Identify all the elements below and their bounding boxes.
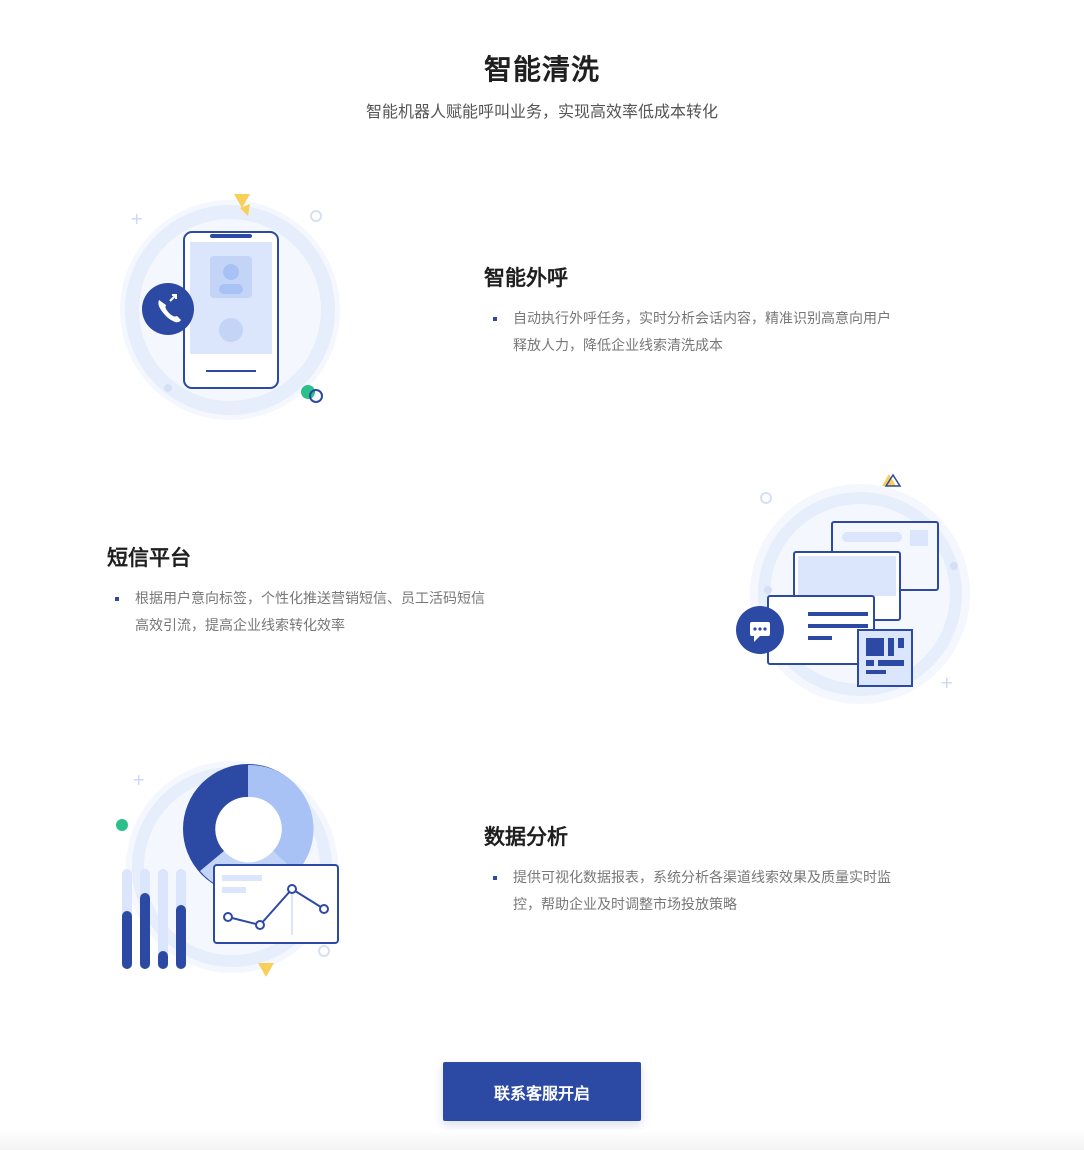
description-line: 控，帮助企业及时调整市场投放策略 [513, 896, 737, 912]
description-line: 自动执行外呼任务，实时分析会话内容，精准识别高意向用户 [513, 310, 891, 326]
chart-icon [183, 764, 314, 894]
bullet-icon [115, 597, 119, 601]
description-line: 根据用户意向标签，个性化推送营销短信、员工活码短信 [135, 590, 485, 606]
hero-subtitle: 智能机器人赋能呼叫业务，实现高效率低成本转化 [365, 104, 718, 121]
feature-title: 短信平台 [107, 547, 191, 570]
phone-illustration: + [120, 194, 340, 420]
svg-text:+: + [940, 673, 953, 692]
feature-description: 提供可视化数据报表，系统分析各渠道线索效果及质量实时监 控，帮助企业及时调整市场… [489, 864, 891, 918]
description-line: 提供可视化数据报表，系统分析各渠道线索效果及质量实时监 [513, 869, 891, 885]
feature-description: 自动执行外呼任务，实时分析会话内容，精准识别高意向用户 释放人力，降低企业线索清… [489, 305, 891, 359]
svg-text:+: + [130, 209, 143, 228]
svg-text:+: + [132, 770, 145, 789]
phone-call-icon [158, 294, 181, 323]
message-icon [750, 622, 770, 642]
sms-illustration: + [736, 473, 970, 704]
hero-title: 智能清洗 [483, 54, 600, 85]
feature-title: 数据分析 [484, 826, 568, 849]
bullet-icon [493, 317, 497, 321]
chart-illustration: + [116, 761, 339, 977]
description-line: 高效引流，提高企业线索转化效率 [135, 617, 345, 633]
feature-title: 智能外呼 [484, 267, 568, 290]
feature-description: 根据用户意向标签，个性化推送营销短信、员工活码短信 高效引流，提高企业线索转化效… [111, 585, 485, 639]
bottom-divider [0, 1130, 1084, 1150]
bullet-icon [493, 876, 497, 880]
description-line: 释放人力，降低企业线索清洗成本 [513, 337, 723, 353]
contact-support-button[interactable]: 联系客服开启 [443, 1062, 641, 1121]
